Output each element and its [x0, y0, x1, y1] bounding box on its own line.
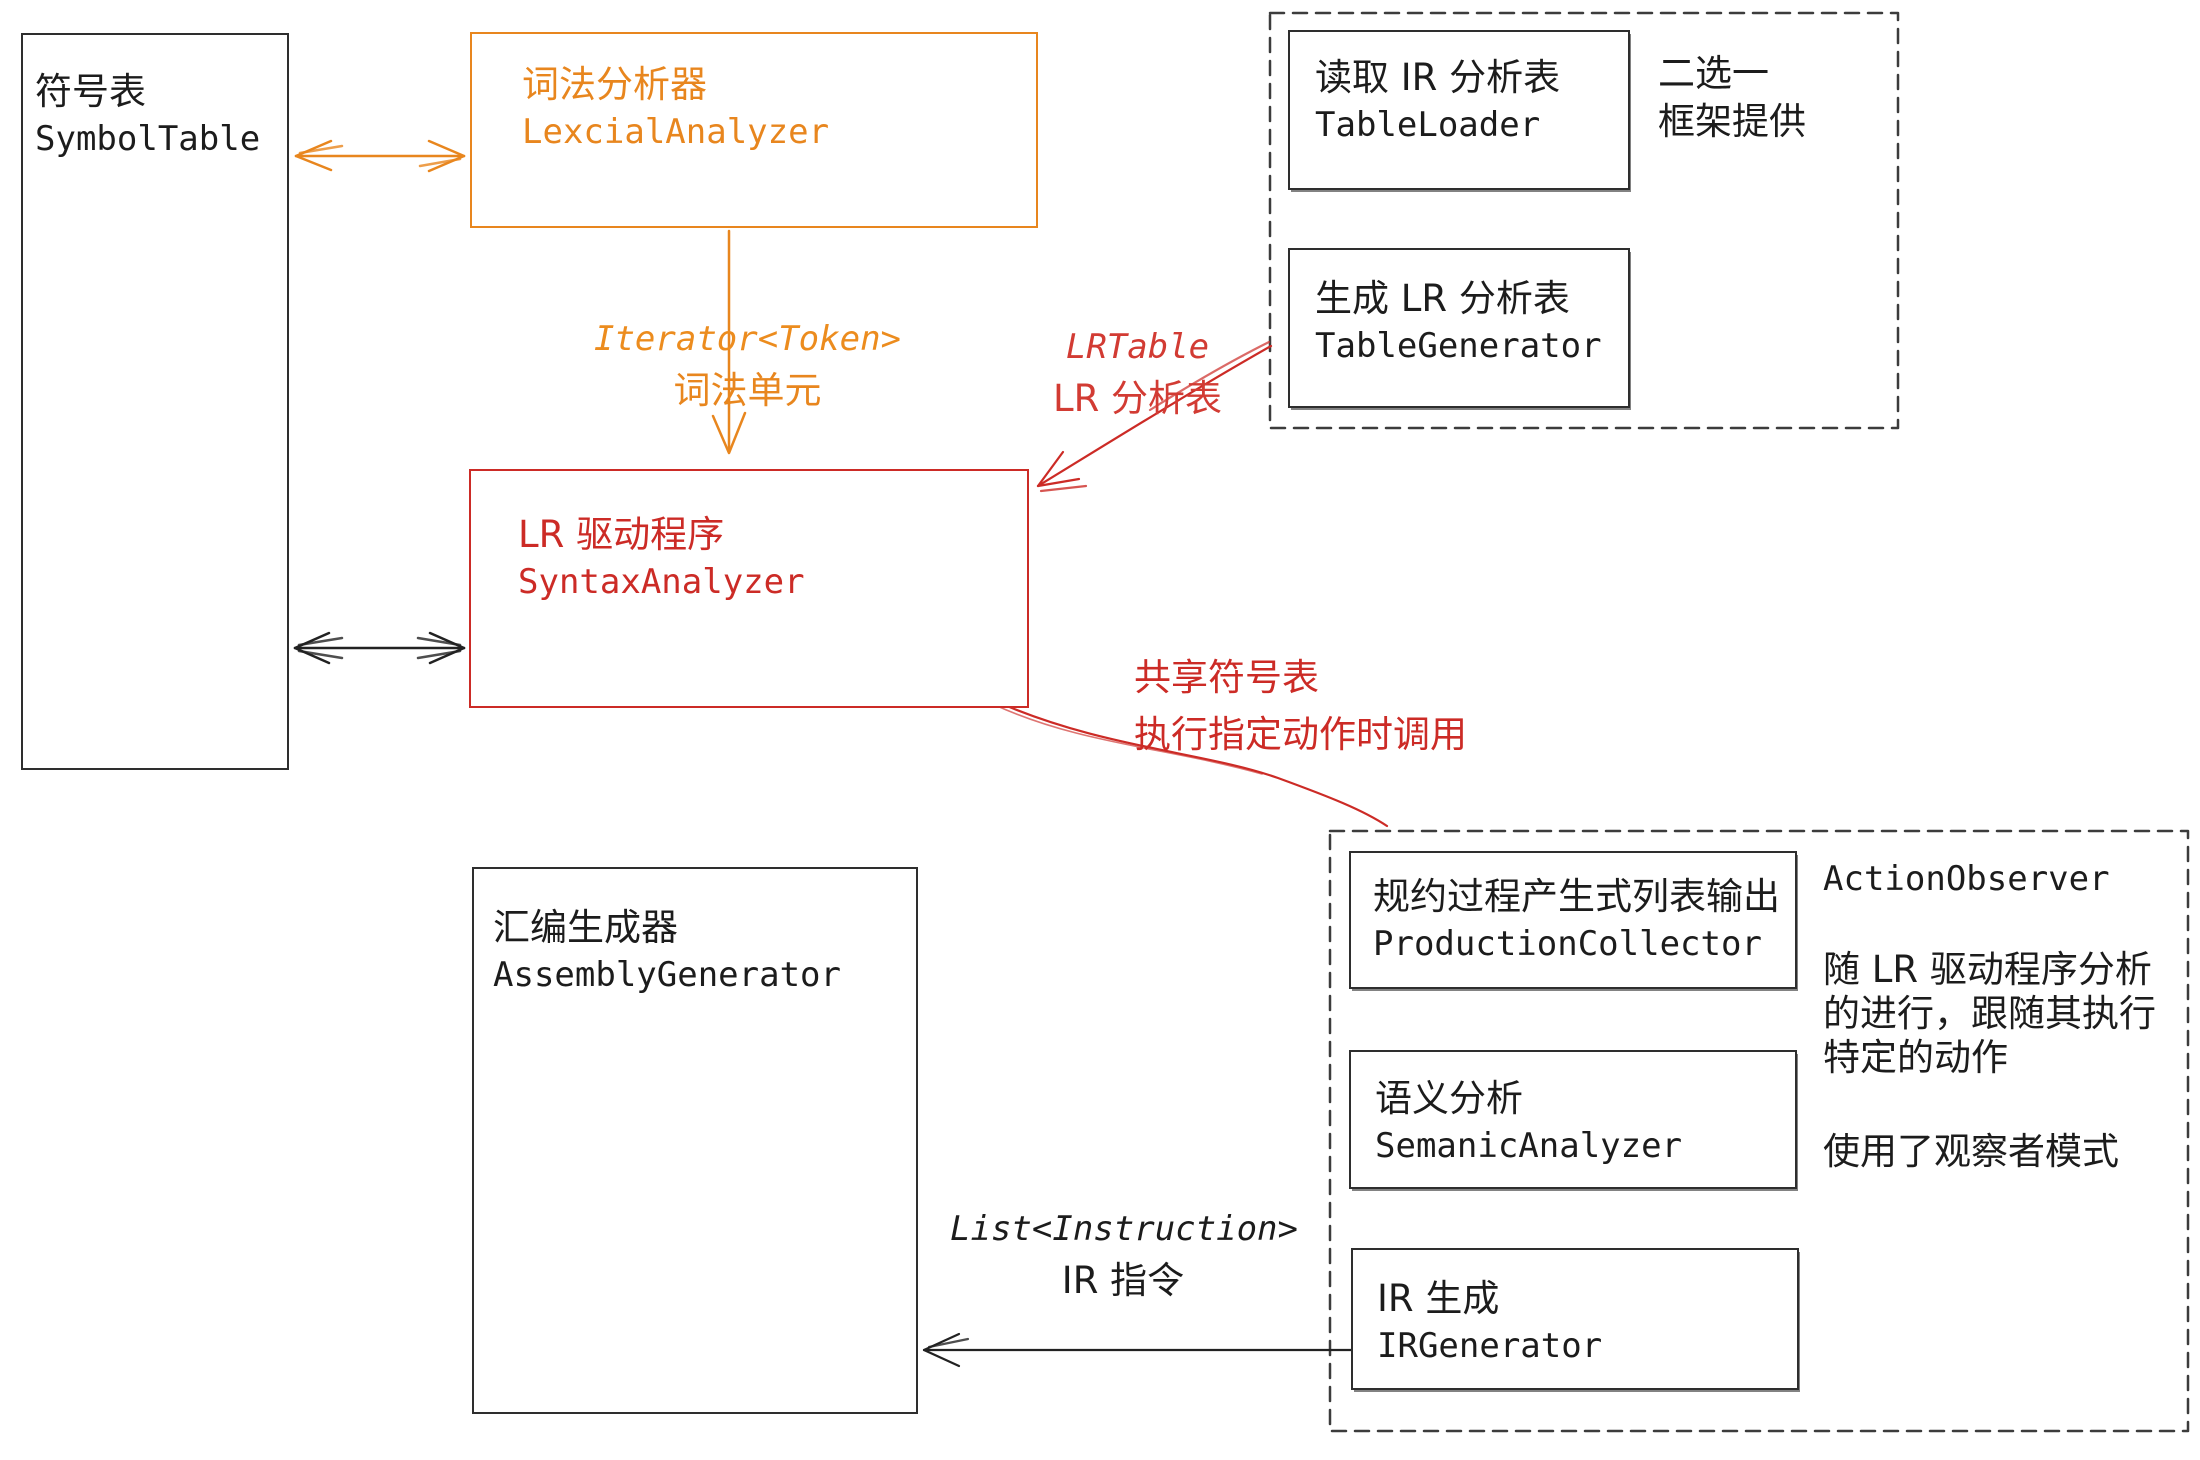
iterator-token-line1: Iterator<Token>: [593, 319, 902, 359]
symboltable-syntax-arrow: [293, 631, 466, 665]
choose-one-line1: 二选一: [1658, 52, 1769, 95]
syntax-analyzer-zh: LR 驱动程序: [518, 513, 725, 556]
list-instruction-line1: List<Instruction>: [950, 1209, 1298, 1249]
lr-table-label: LRTable LR 分析表: [1010, 330, 1265, 433]
syntax-analyzer-box: LR 驱动程序 SyntaxAnalyzer: [469, 469, 1029, 708]
dashed-container-observers: [1328, 829, 2190, 1433]
action-observer-title: ActionObserver: [1823, 859, 2110, 899]
table-loader-en: TableLoader: [1315, 105, 1541, 145]
share-symbol-line2: 执行指定动作时调用: [1134, 713, 1467, 756]
share-symbol-line1: 共享符号表: [1134, 656, 1319, 699]
action-observer-desc-line1: 随 LR 驱动程序分析: [1823, 948, 2152, 991]
symbol-table-box: 符号表 SymbolTable: [21, 33, 289, 770]
table-generator-box: 生成 LR 分析表 TableGenerator: [1288, 248, 1630, 408]
dashed-container-tables: [1268, 11, 1900, 430]
list-instruction-label: List<Instruction> IR 指令: [950, 1209, 1298, 1315]
lexical-analyzer-en: LexcialAnalyzer: [522, 112, 830, 152]
share-symbol-label: 共享符号表 执行指定动作时调用: [1134, 659, 1467, 769]
production-collector-en: ProductionCollector: [1373, 924, 1762, 964]
observer-pattern-note: 使用了观察者模式: [1823, 1130, 2119, 1173]
iterator-token-line2: 词法单元: [673, 369, 822, 412]
lexical-syntax-arrow: [711, 229, 747, 455]
semantic-analyzer-zh: 语义分析: [1375, 1077, 1523, 1120]
production-collector-zh: 规约过程产生式列表输出: [1373, 875, 1780, 918]
symboltable-lexical-arrow: [294, 139, 466, 173]
production-collector-box: 规约过程产生式列表输出 ProductionCollector: [1349, 851, 1797, 989]
table-generator-en: TableGenerator: [1315, 326, 1602, 366]
lr-table-line2: LR 分析表: [1052, 377, 1223, 420]
lr-table-line1: LRTable: [1065, 327, 1210, 367]
assembly-generator-box: 汇编生成器 AssemblyGenerator: [472, 867, 918, 1414]
table-syntax-arrow: [1036, 340, 1273, 493]
ir-generator-en: IRGenerator: [1377, 1326, 1603, 1366]
iterator-token-label: Iterator<Token> 词法单元: [560, 322, 935, 425]
irgen-assembly-arrow: [922, 1332, 1353, 1368]
action-observer-desc-line3: 特定的动作: [1823, 1036, 2008, 1079]
action-observer-description: 随 LR 驱动程序分析 的进行，跟随其执行 特定的动作: [1823, 951, 2156, 1083]
syntax-analyzer-en: SyntaxAnalyzer: [518, 562, 805, 602]
symbol-table-en: SymbolTable: [35, 119, 261, 159]
lexical-analyzer-zh: 词法分析器: [522, 63, 707, 106]
lexical-analyzer-box: 词法分析器 LexcialAnalyzer: [470, 32, 1038, 228]
assembly-generator-en: AssemblyGenerator: [493, 955, 841, 995]
ir-generator-zh: IR 生成: [1377, 1277, 1500, 1320]
table-loader-zh: 读取 IR 分析表: [1315, 56, 1561, 99]
assembly-generator-zh: 汇编生成器: [493, 906, 678, 949]
ir-generator-box: IR 生成 IRGenerator: [1351, 1248, 1799, 1390]
action-observer-desc-line2: 的进行，跟随其执行: [1823, 992, 2156, 1035]
list-instruction-line2: IR 指令: [1061, 1259, 1185, 1302]
choose-one-line2: 框架提供: [1658, 100, 1806, 143]
table-loader-box: 读取 IR 分析表 TableLoader: [1288, 30, 1630, 190]
symbol-table-zh: 符号表: [35, 70, 146, 113]
table-generator-zh: 生成 LR 分析表: [1315, 277, 1570, 320]
choose-one-label: 二选一 框架提供: [1658, 55, 1806, 156]
semantic-analyzer-box: 语义分析 SemanicAnalyzer: [1349, 1050, 1797, 1189]
semantic-analyzer-en: SemanicAnalyzer: [1375, 1126, 1683, 1166]
